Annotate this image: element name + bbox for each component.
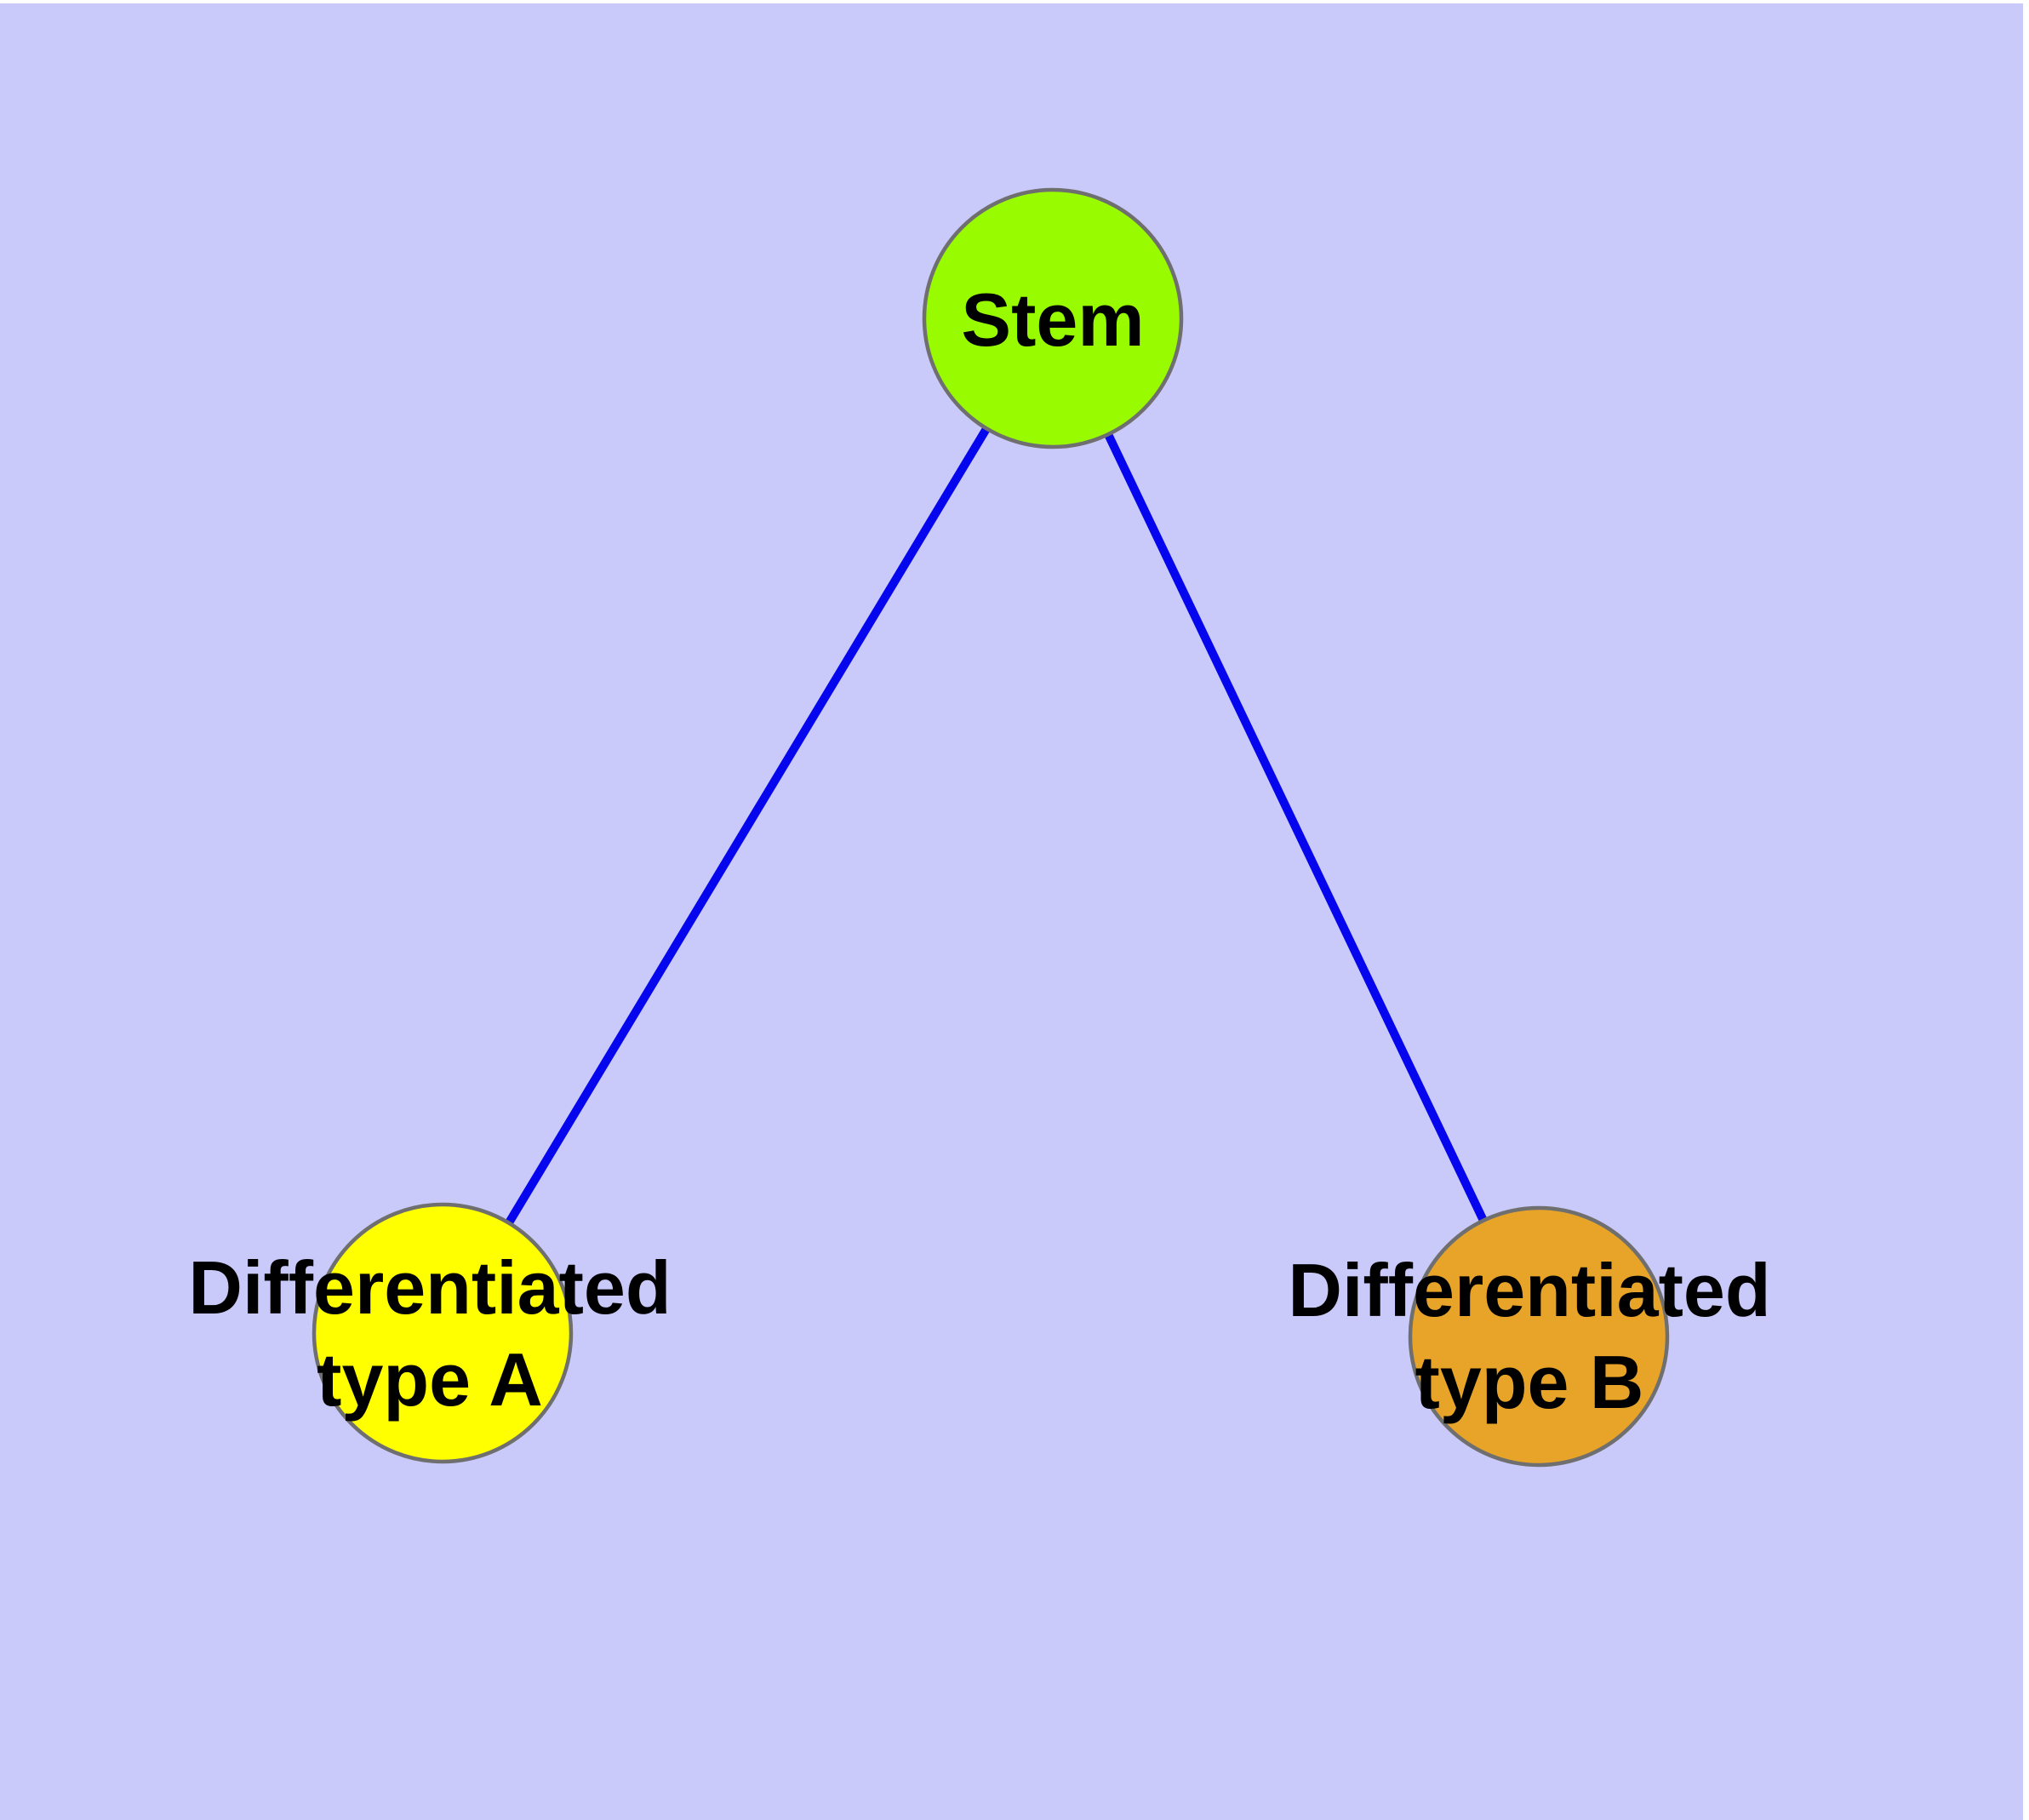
edge-stem-to-type-a [438, 316, 1057, 1336]
differentiated-type-b-node-circle [1408, 1205, 1670, 1468]
stem-node-circle [922, 187, 1184, 449]
differentiated-type-a-label-line2: type A [317, 1337, 543, 1422]
differentiated-type-b-node-label: Differentiated type B [1288, 1245, 1770, 1428]
differentiated-type-b-label-line2: type B [1415, 1340, 1644, 1424]
differentiated-type-a-node-circle [311, 1202, 574, 1464]
differentiated-type-b-label-line1: Differentiated [1288, 1248, 1771, 1332]
differentiated-type-a-node-label: Differentiated type A [188, 1242, 671, 1426]
stem-node-label: Stem [961, 274, 1144, 366]
differentiated-type-a-label-line1: Differentiated [188, 1245, 672, 1330]
edge-stem-to-type-b [1049, 316, 1543, 1339]
stem-node-label-text: Stem [961, 278, 1145, 362]
